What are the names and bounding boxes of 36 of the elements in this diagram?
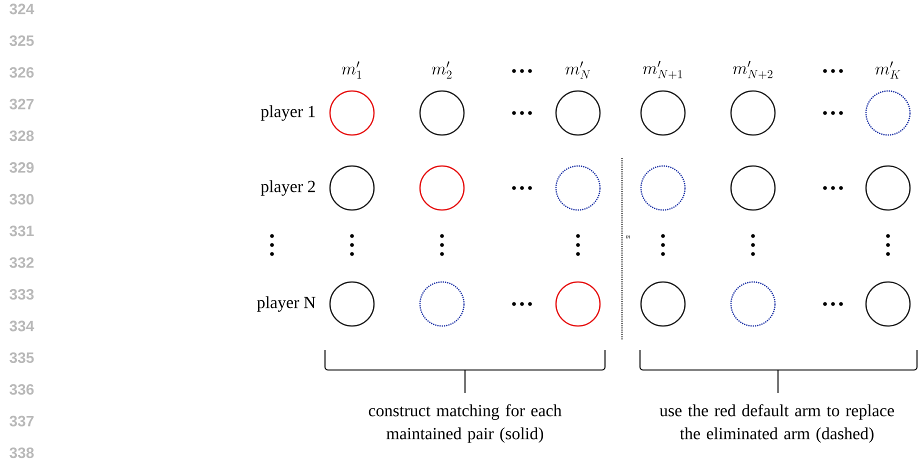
caption-text: use the red default arm to replace the eliminated arm (dashed) — [660, 404, 894, 443]
line-number: 337 — [10, 416, 34, 426]
line-number: 338 — [10, 447, 34, 458]
circle — [329, 281, 375, 327]
caption-text: construct matching for each maintained pair (solid) — [368, 404, 562, 443]
circle — [419, 281, 465, 327]
circle — [329, 165, 375, 211]
line-number: 324 — [10, 4, 34, 14]
circle — [640, 165, 686, 211]
line-number: 331 — [10, 226, 34, 236]
circle — [419, 90, 465, 136]
circle — [555, 165, 601, 211]
line-number: 332 — [10, 257, 34, 268]
circle — [555, 90, 601, 136]
line-number: 333 — [10, 288, 34, 300]
line-number: 325 — [10, 35, 34, 46]
circle — [865, 165, 911, 211]
circle — [640, 90, 686, 136]
line-number: 326 — [10, 67, 34, 78]
circle — [730, 281, 776, 327]
circle — [865, 90, 911, 136]
row-label: player 1 — [260, 105, 315, 121]
circle — [730, 90, 776, 136]
circle — [865, 281, 911, 327]
line-number: 328 — [10, 130, 34, 142]
line-number: 335 — [10, 352, 34, 364]
line-number: 327 — [10, 98, 34, 110]
circle — [555, 281, 601, 327]
circle — [419, 165, 465, 211]
line-number: 334 — [10, 320, 34, 332]
line-number: 330 — [10, 194, 34, 205]
line-number: 329 — [10, 162, 34, 173]
circle — [640, 281, 686, 327]
circle — [329, 90, 375, 136]
line-number: 336 — [10, 384, 34, 395]
circle — [730, 165, 776, 211]
